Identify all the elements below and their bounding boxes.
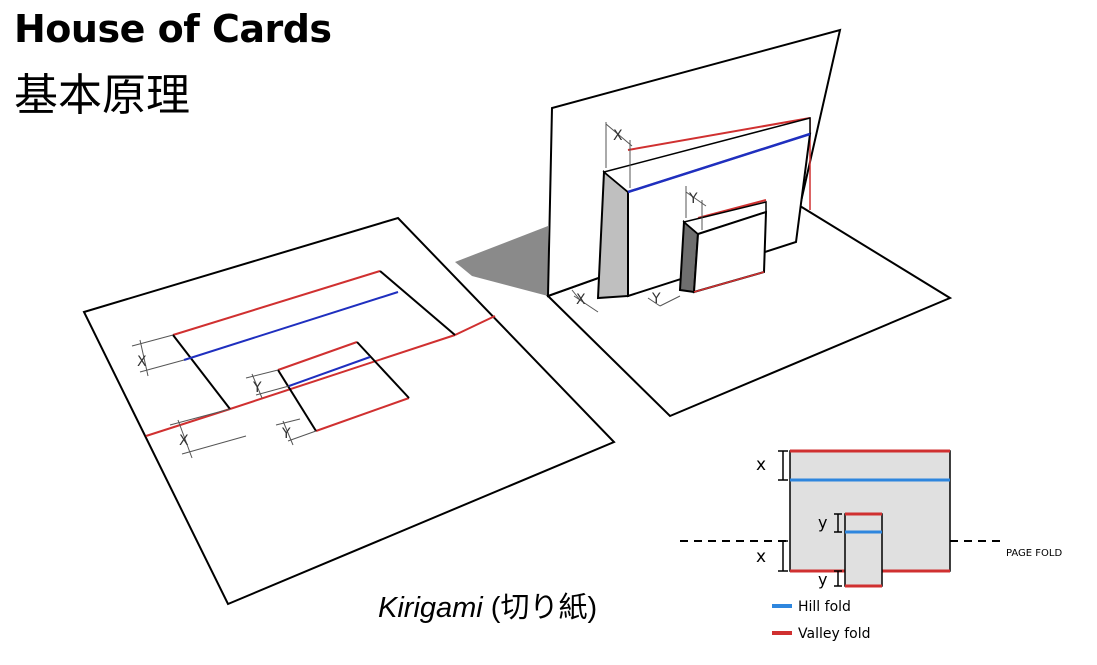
inset-label-y-top: y — [818, 513, 827, 532]
inset-dimension-brackets — [778, 450, 842, 587]
popup-dimension-marks — [571, 122, 707, 313]
valley-fold-small-bottom — [315, 397, 410, 432]
inset-label-x-bottom: x — [756, 547, 766, 567]
cut-big-left — [172, 334, 231, 410]
dim-label-y-popup-bottom: Y — [651, 291, 661, 307]
valley-fold-page-right — [454, 315, 496, 336]
valley-fold-small-top — [277, 341, 358, 371]
cut-big-right — [379, 270, 456, 336]
dim-label-y-popup-top: Y — [688, 191, 698, 207]
big-box-side — [596, 169, 629, 300]
small-box-back-valley — [697, 199, 767, 219]
cut-small-right — [356, 341, 410, 399]
page-subtitle: 基本原理 — [14, 70, 190, 121]
flat-dimension-marks — [131, 334, 317, 459]
valley-fold-big-bottom — [229, 334, 456, 410]
inset-small-panel — [844, 513, 883, 587]
inset-label-x-top: x — [756, 455, 766, 475]
dim-label-y-flat-top: Y — [252, 380, 262, 396]
cut-small-left — [277, 369, 317, 432]
legend-label-valley: Valley fold — [798, 626, 870, 642]
big-box-back-valley — [627, 117, 811, 151]
valley-fold-big-top — [172, 270, 381, 336]
valley-fold-page-left — [145, 408, 231, 437]
hill-fold-small — [288, 356, 371, 387]
legend-label-hill: Hill fold — [798, 599, 851, 615]
caption-japanese: 切り紙 — [500, 592, 588, 624]
popup-shadow — [455, 226, 548, 296]
dim-label-x-flat-top: X — [137, 354, 147, 370]
flat-sheet — [82, 216, 616, 606]
template-inset: x x y y PAGE FOLD Hill fold Valley fold — [680, 449, 1062, 642]
dim-label-x-popup-bottom: X — [576, 292, 586, 308]
dim-label-x-popup-top: X — [613, 128, 623, 144]
flat-sheet-diagram: X X Y Y — [82, 216, 616, 606]
inset-legend: Hill fold Valley fold — [772, 599, 870, 642]
big-box-hill-fold — [627, 132, 811, 194]
caption-open-paren: ( — [482, 592, 501, 624]
dim-label-x-flat-bottom: X — [179, 433, 189, 449]
hill-fold-big — [183, 291, 399, 361]
dim-label-y-flat-bottom: Y — [281, 426, 291, 442]
popup-3d-diagram: X Y X Y — [455, 28, 953, 418]
page-fold-label: PAGE FOLD — [1006, 548, 1062, 559]
inset-label-y-bottom: y — [818, 570, 827, 589]
caption-english: Kirigami — [378, 592, 483, 624]
caption-close-paren: ) — [587, 592, 598, 624]
caption: Kirigami (切り紙) — [378, 584, 597, 626]
page-title: House of Cards — [14, 7, 332, 51]
small-box-floor-valley — [693, 271, 765, 293]
